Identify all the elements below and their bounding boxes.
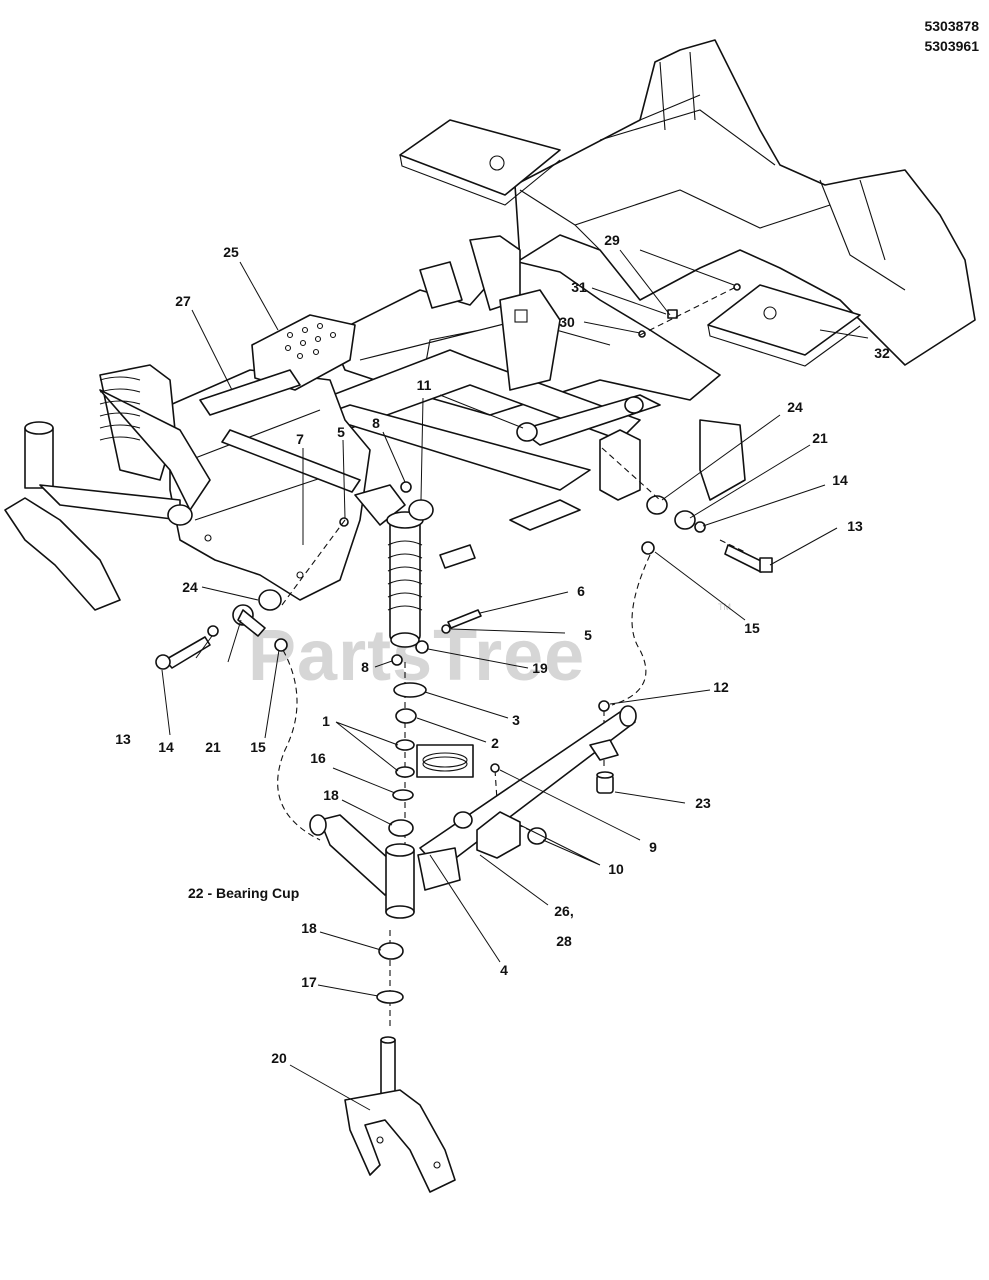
callout-19: 19 [532, 660, 548, 676]
leader-lines [161, 249, 869, 1111]
watermark: PartsTree TM [248, 602, 731, 696]
callout-15-right: 15 [744, 620, 760, 636]
callout-11: 11 [417, 377, 432, 393]
callout-5-lower: 5 [584, 627, 592, 643]
callout-24-right: 24 [787, 399, 803, 415]
front-axle-assembly [309, 682, 637, 1193]
watermark-trademark: TM [718, 602, 731, 612]
callout-14-right: 14 [832, 472, 848, 488]
callout-7: 7 [296, 431, 304, 447]
main-frame [169, 39, 976, 601]
callout-28: 28 [556, 933, 572, 949]
callout-10: 10 [608, 861, 624, 877]
left-caster-assembly [4, 364, 301, 611]
callout-labels: 25 27 29 31 30 32 11 7 5 8 24 24 21 14 1… [115, 232, 890, 1066]
callout-21-left: 21 [205, 739, 221, 755]
callout-27: 27 [175, 293, 191, 309]
callout-29: 29 [604, 232, 620, 248]
callout-23: 23 [695, 795, 711, 811]
part-number-1: 5303878 [924, 18, 979, 34]
callout-30: 30 [559, 314, 575, 330]
callout-13-right: 13 [847, 518, 863, 534]
callout-3: 3 [512, 712, 520, 728]
callout-17: 17 [301, 974, 317, 990]
callout-1: 1 [322, 713, 330, 729]
part-number-2: 5303961 [924, 38, 979, 54]
callout-14-left: 14 [158, 739, 174, 755]
callout-8-lower: 8 [361, 659, 369, 675]
callout-18-upper: 18 [323, 787, 339, 803]
hardware [155, 283, 773, 670]
callout-32: 32 [874, 345, 890, 361]
callout-8-upper: 8 [372, 415, 380, 431]
callout-21-right: 21 [812, 430, 828, 446]
callout-22-bearing-cup: 22 - Bearing Cup [188, 885, 299, 901]
callout-18-lower: 18 [301, 920, 317, 936]
callout-24-left: 24 [182, 579, 198, 595]
callout-31: 31 [571, 279, 587, 295]
callout-2: 2 [491, 735, 499, 751]
callout-12: 12 [713, 679, 729, 695]
callout-26: 26, [554, 903, 573, 919]
callout-4: 4 [500, 962, 508, 978]
callout-9: 9 [649, 839, 657, 855]
callout-5-upper: 5 [337, 424, 345, 440]
callout-20: 20 [271, 1050, 287, 1066]
callout-6: 6 [577, 583, 585, 599]
callout-25: 25 [223, 244, 239, 260]
callout-13-left: 13 [115, 731, 131, 747]
callout-15-left: 15 [250, 739, 266, 755]
callout-16: 16 [310, 750, 326, 766]
part-number-block: 5303878 5303961 [924, 18, 979, 54]
